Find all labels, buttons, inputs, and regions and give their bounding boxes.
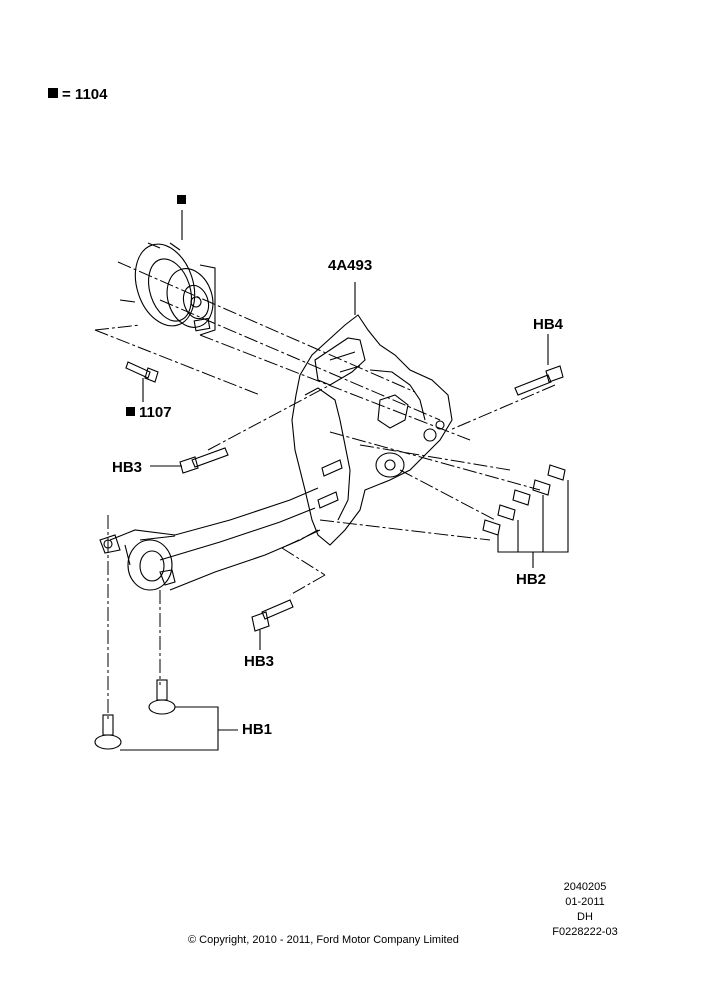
ref-number: 2040205 — [563, 881, 607, 893]
bolt-hb3-bottom — [251, 599, 294, 650]
alignment-lines — [94, 261, 556, 720]
ref-figure-id: F0228222-03 — [552, 926, 618, 938]
legend-text: = 1104 — [62, 86, 108, 103]
knuckle-bracket — [291, 282, 453, 546]
bolts-hb1 — [94, 679, 238, 751]
bolt-hb3-left — [150, 447, 229, 474]
bolts-hb2 — [482, 464, 569, 568]
filled-square-icon — [126, 407, 135, 416]
stud-label: 1107 — [126, 405, 172, 421]
bracket-label: 4A493 — [328, 257, 373, 274]
hb3-bottom-label: HB3 — [244, 653, 275, 670]
hb1-label: HB1 — [242, 721, 273, 738]
wheel-stud — [125, 361, 159, 402]
filled-square-icon — [48, 88, 58, 98]
reference-block: 2040205 01-2011 DH F0228222-03 — [540, 880, 630, 940]
hb2-label: HB2 — [516, 571, 547, 588]
filled-square-icon — [177, 195, 186, 204]
ref-code: DH — [577, 911, 593, 923]
bolt-hb4 — [514, 334, 564, 396]
copyright-notice: © Copyright, 2010 - 2011, Ford Motor Com… — [188, 934, 459, 946]
legend: = 1104 — [48, 86, 107, 103]
wheel-hub — [119, 210, 216, 336]
hb3-left-label: HB3 — [112, 459, 143, 476]
hub-marker-label — [177, 193, 190, 209]
hb4-label: HB4 — [533, 316, 564, 333]
trailing-arm — [99, 487, 319, 591]
ref-date: 01-2011 — [565, 896, 605, 908]
